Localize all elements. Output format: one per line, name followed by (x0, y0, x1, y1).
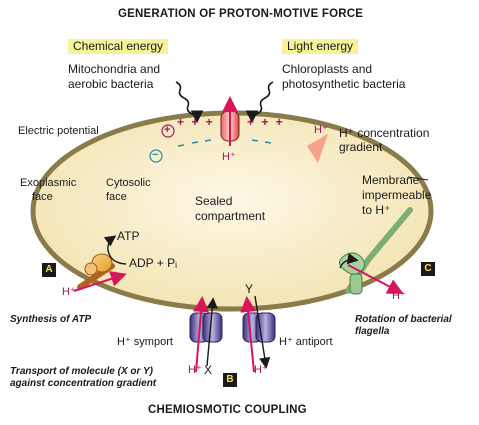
minus-circle (149, 149, 163, 163)
plus-charges-left: + + + (177, 115, 215, 129)
chemical-energy-arrow (175, 81, 204, 124)
atp-synthase-proton-arrow (73, 271, 127, 292)
concentration-gradient-wedge (307, 134, 328, 163)
atp-hplus-label: H⁺ (62, 286, 76, 298)
sealed-compartment-line2: compartment (195, 209, 266, 223)
pump-hplus-label: H⁺ (222, 151, 236, 163)
caption-transport-line1: Transport of molecule (X or Y) (10, 366, 153, 377)
y-label: Y (245, 282, 254, 296)
conc-gradient-line2: gradient (339, 140, 383, 154)
exoplasmic-face-line2: face (32, 191, 53, 203)
membrane-leader-line (407, 176, 429, 181)
membrane-label-line1: Membrane (362, 173, 420, 187)
electric-potential-label: Electric potential (18, 125, 99, 137)
atp-synthase (77, 253, 115, 290)
symport-proton-arrow (193, 296, 209, 373)
sealed-compartment-line1: Sealed (195, 194, 233, 208)
antiport-hplus-label: H⁺ (254, 364, 268, 376)
caption-flagella-line1: Rotation of bacterial (355, 314, 452, 325)
symport-x-arrow (206, 297, 218, 367)
symporter (189, 312, 223, 343)
chemical-source-line1: Mitochondria and (68, 62, 161, 76)
flagellum-proton-arrow (347, 264, 404, 294)
exoplasmic-face-line1: Exoplasmic (20, 177, 77, 189)
title-generation-pmf: GENERATION OF PROTON-MOTIVE FORCE (118, 8, 364, 20)
minus-sign: − (152, 149, 159, 161)
x-label: X (204, 363, 213, 377)
badge-c: C (421, 262, 435, 276)
symport-label: H⁺ symport (117, 336, 173, 348)
caption-transport-line2: against concentration gradient (10, 378, 157, 389)
symport-hplus-label: H⁺ (188, 364, 202, 376)
antiport-proton-arrow (240, 296, 257, 373)
light-source-line2: photosynthetic bacteria (282, 77, 406, 91)
atp-label: ATP (117, 229, 140, 243)
light-energy-arrow (245, 81, 274, 124)
conc-gradient-line1: H⁺ concentration (339, 126, 430, 140)
badge-a: A (42, 263, 56, 277)
light-energy-heading: Light energy (282, 39, 359, 54)
conc-hplus-label: H⁺ (314, 124, 328, 136)
plus-circle (161, 124, 175, 138)
adp-label: ADP + Pᵢ (129, 256, 178, 270)
flagellum-hplus-label: H⁺ (392, 290, 406, 302)
adp-to-atp-arrow (103, 235, 127, 265)
plus-charges-right: + + + (247, 115, 285, 129)
light-source-line1: Chloroplasts and (282, 62, 373, 76)
membrane-charge-dashes (177, 139, 272, 147)
cytosolic-face-line1: Cytosolic (106, 177, 151, 189)
plus-sign: + (164, 124, 171, 136)
membrane-label-line2: impermeable (362, 188, 432, 202)
chemical-source-line2: aerobic bacteria (68, 77, 154, 91)
antiport-label: H⁺ antiport (279, 336, 333, 348)
antiport-y-arrow (254, 295, 271, 369)
badge-b: B (223, 373, 237, 387)
caption-flagella-line2: flagella (355, 326, 390, 337)
flagellar-motor (339, 207, 413, 295)
cytosolic-face-line2: face (106, 191, 127, 203)
caption-atp-synthesis: Synthesis of ATP (10, 314, 92, 325)
title-chemiosmotic-coupling: CHEMIOSMOTIC COUPLING (148, 404, 307, 416)
chemical-energy-heading: Chemical energy (68, 39, 169, 54)
membrane-label-line3: to H⁺ (362, 203, 391, 217)
